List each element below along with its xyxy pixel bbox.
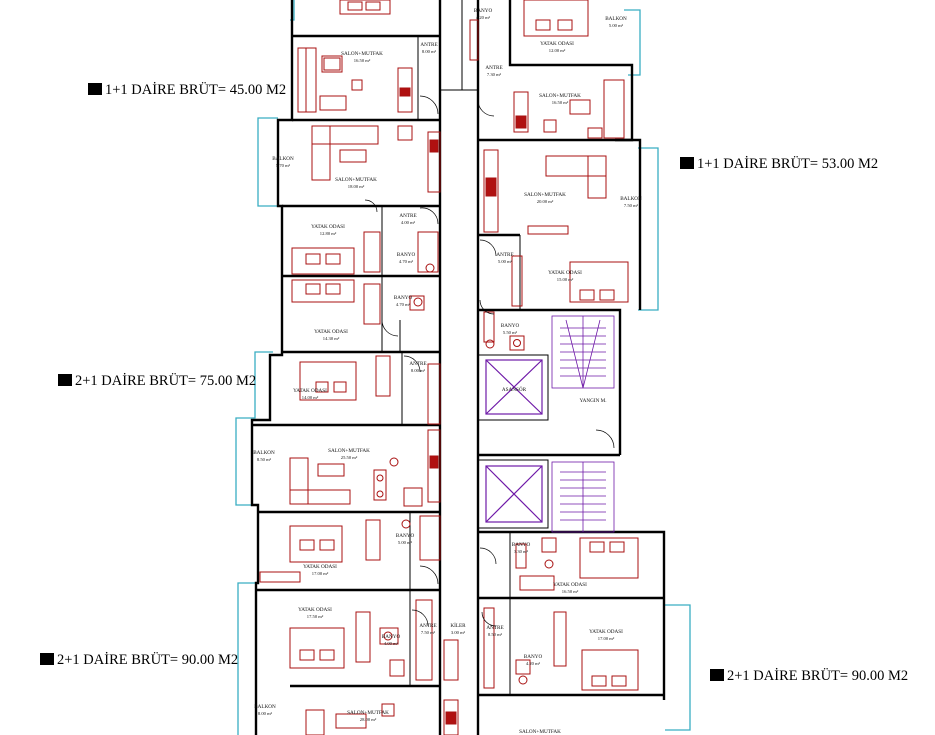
- legend-square-icon: [680, 157, 694, 169]
- room-name: SALON+MUTFAK: [341, 51, 383, 57]
- room-area: 15.00 m²: [557, 277, 574, 282]
- unit-label-2plus1-90-right: 2+1 DAİRE BRÜT= 90.00 M2: [710, 668, 908, 684]
- room-name: ANTRE: [496, 252, 513, 258]
- room-area: 5.00 m²: [498, 259, 513, 264]
- room-area: 12.00 m²: [549, 48, 566, 53]
- room-name: BANYO: [512, 542, 531, 548]
- room-area: 28.00 m²: [360, 717, 377, 722]
- unit-label-2plus1-75: 2+1 DAİRE BRÜT= 75.00 M2: [58, 373, 256, 389]
- room-name: BALKON: [605, 16, 627, 22]
- room-name: KİLER: [450, 622, 466, 629]
- interior-walls: [381, 0, 549, 695]
- furniture: [259, 0, 639, 735]
- room-name: SALON+MUTFAK: [347, 710, 389, 716]
- room-area: 18.00 m²: [348, 184, 365, 189]
- room-name: BALKON: [253, 450, 275, 456]
- room-name: SALON+MUTFAK: [519, 729, 561, 735]
- balcony-outlines: [235, 0, 691, 735]
- room-area: 7.50 m²: [624, 203, 639, 208]
- room-name: ANTRE: [420, 42, 437, 48]
- room-name: ASANSÖR: [502, 386, 527, 393]
- room-name: ANTRE: [486, 625, 503, 631]
- room-name: YATAK ODASI: [314, 329, 348, 335]
- legend-square-icon: [710, 669, 724, 681]
- room-area: 25.50 m²: [341, 455, 358, 460]
- room-area: 5.00 m²: [609, 23, 624, 28]
- room-area: 17.00 m²: [312, 571, 329, 576]
- room-area: 7.30 m²: [487, 72, 502, 77]
- room-area: 8.00 m²: [258, 711, 273, 716]
- room-name: BANYO: [501, 323, 520, 329]
- room-area: 5.50 m²: [503, 330, 518, 335]
- legend-square-icon: [58, 374, 72, 386]
- room-name: ANTRE: [485, 65, 502, 71]
- room-area: 20.00 m²: [537, 199, 554, 204]
- stairs-upper: [551, 315, 615, 389]
- room-area: 4.70 m²: [399, 259, 414, 264]
- room-area: 17.50 m²: [307, 614, 324, 619]
- room-name: YATAK ODASI: [548, 270, 582, 276]
- room-area: 16.50 m²: [562, 589, 579, 594]
- room-area: 3.30 m²: [514, 549, 529, 554]
- room-area: 7.50 m²: [421, 630, 436, 635]
- room-name: ANTRE: [409, 361, 426, 367]
- room-area: 14.30 m²: [323, 336, 340, 341]
- room-area: 3.00 m²: [451, 630, 466, 635]
- room-name: SALON+MUTFAK: [328, 448, 370, 454]
- room-area: 8.00 m²: [422, 49, 437, 54]
- room-name: BANYO: [394, 295, 413, 301]
- unit-label-2plus1-90-left: 2+1 DAİRE BRÜT= 90.00 M2: [40, 652, 238, 668]
- room-area: 8.50 m²: [257, 457, 272, 462]
- room-area: 17.00 m²: [598, 636, 615, 641]
- room-area: 8.50 m²: [488, 632, 503, 637]
- elevator-upper: [485, 359, 543, 415]
- room-area: 5.00 m²: [398, 540, 413, 545]
- stairs-lower: [551, 461, 615, 533]
- room-area: 16.50 m²: [354, 58, 371, 63]
- room-name: BALKON: [254, 704, 276, 710]
- room-name: BANYO: [397, 252, 416, 258]
- room-name: SALON+MUTFAK: [335, 177, 377, 183]
- room-name: YATAK ODASI: [293, 388, 327, 394]
- room-name: BALKON: [620, 196, 642, 202]
- room-area: 8.00 m²: [411, 368, 426, 373]
- room-name: YATAK ODASI: [311, 224, 345, 230]
- room-name: ANTRE: [399, 213, 416, 219]
- room-name: BANYO: [524, 654, 543, 660]
- room-name: YATAK ODASI: [589, 629, 623, 635]
- unit-label-1plus1-53: 1+1 DAİRE BRÜT= 53.00 M2: [680, 156, 878, 172]
- room-name: BALKON: [272, 156, 294, 162]
- room-name: YATAK ODASI: [303, 564, 337, 570]
- room-name: SALON+MUTFAK: [524, 192, 566, 198]
- room-name: BANYO: [474, 8, 493, 14]
- legend-square-icon: [40, 653, 54, 665]
- room-area: 14.00 m²: [302, 395, 319, 400]
- room-name: ANTRE: [419, 623, 436, 629]
- room-name: YANGIN M.: [579, 398, 606, 404]
- room-area: 4.70 m²: [396, 302, 411, 307]
- elevator-lower: [485, 465, 543, 523]
- room-area: 4.00 m²: [384, 641, 399, 646]
- room-area: 12.80 m²: [320, 231, 337, 236]
- room-labels: BANYO 4.20 m² YATAK ODASI 12.00 m² BALKO…: [253, 8, 642, 735]
- room-name: YATAK ODASI: [553, 582, 587, 588]
- room-area: 4.20 m²: [526, 661, 541, 666]
- room-name: BANYO: [382, 634, 401, 640]
- room-area: 4.20 m²: [476, 15, 491, 20]
- room-name: SALON+MUTFAK: [539, 93, 581, 99]
- room-area: 5.70 m²: [276, 163, 291, 168]
- room-name: YATAK ODASI: [298, 607, 332, 613]
- room-area: 4.00 m²: [401, 220, 416, 225]
- legend-square-icon: [88, 83, 102, 95]
- unit-label-1plus1-45: 1+1 DAİRE BRÜT= 45.00 M2: [88, 82, 286, 98]
- doors: [364, 95, 615, 627]
- room-area: 16.50 m²: [552, 100, 569, 105]
- room-name: YATAK ODASI: [540, 41, 574, 47]
- room-name: BANYO: [396, 533, 415, 539]
